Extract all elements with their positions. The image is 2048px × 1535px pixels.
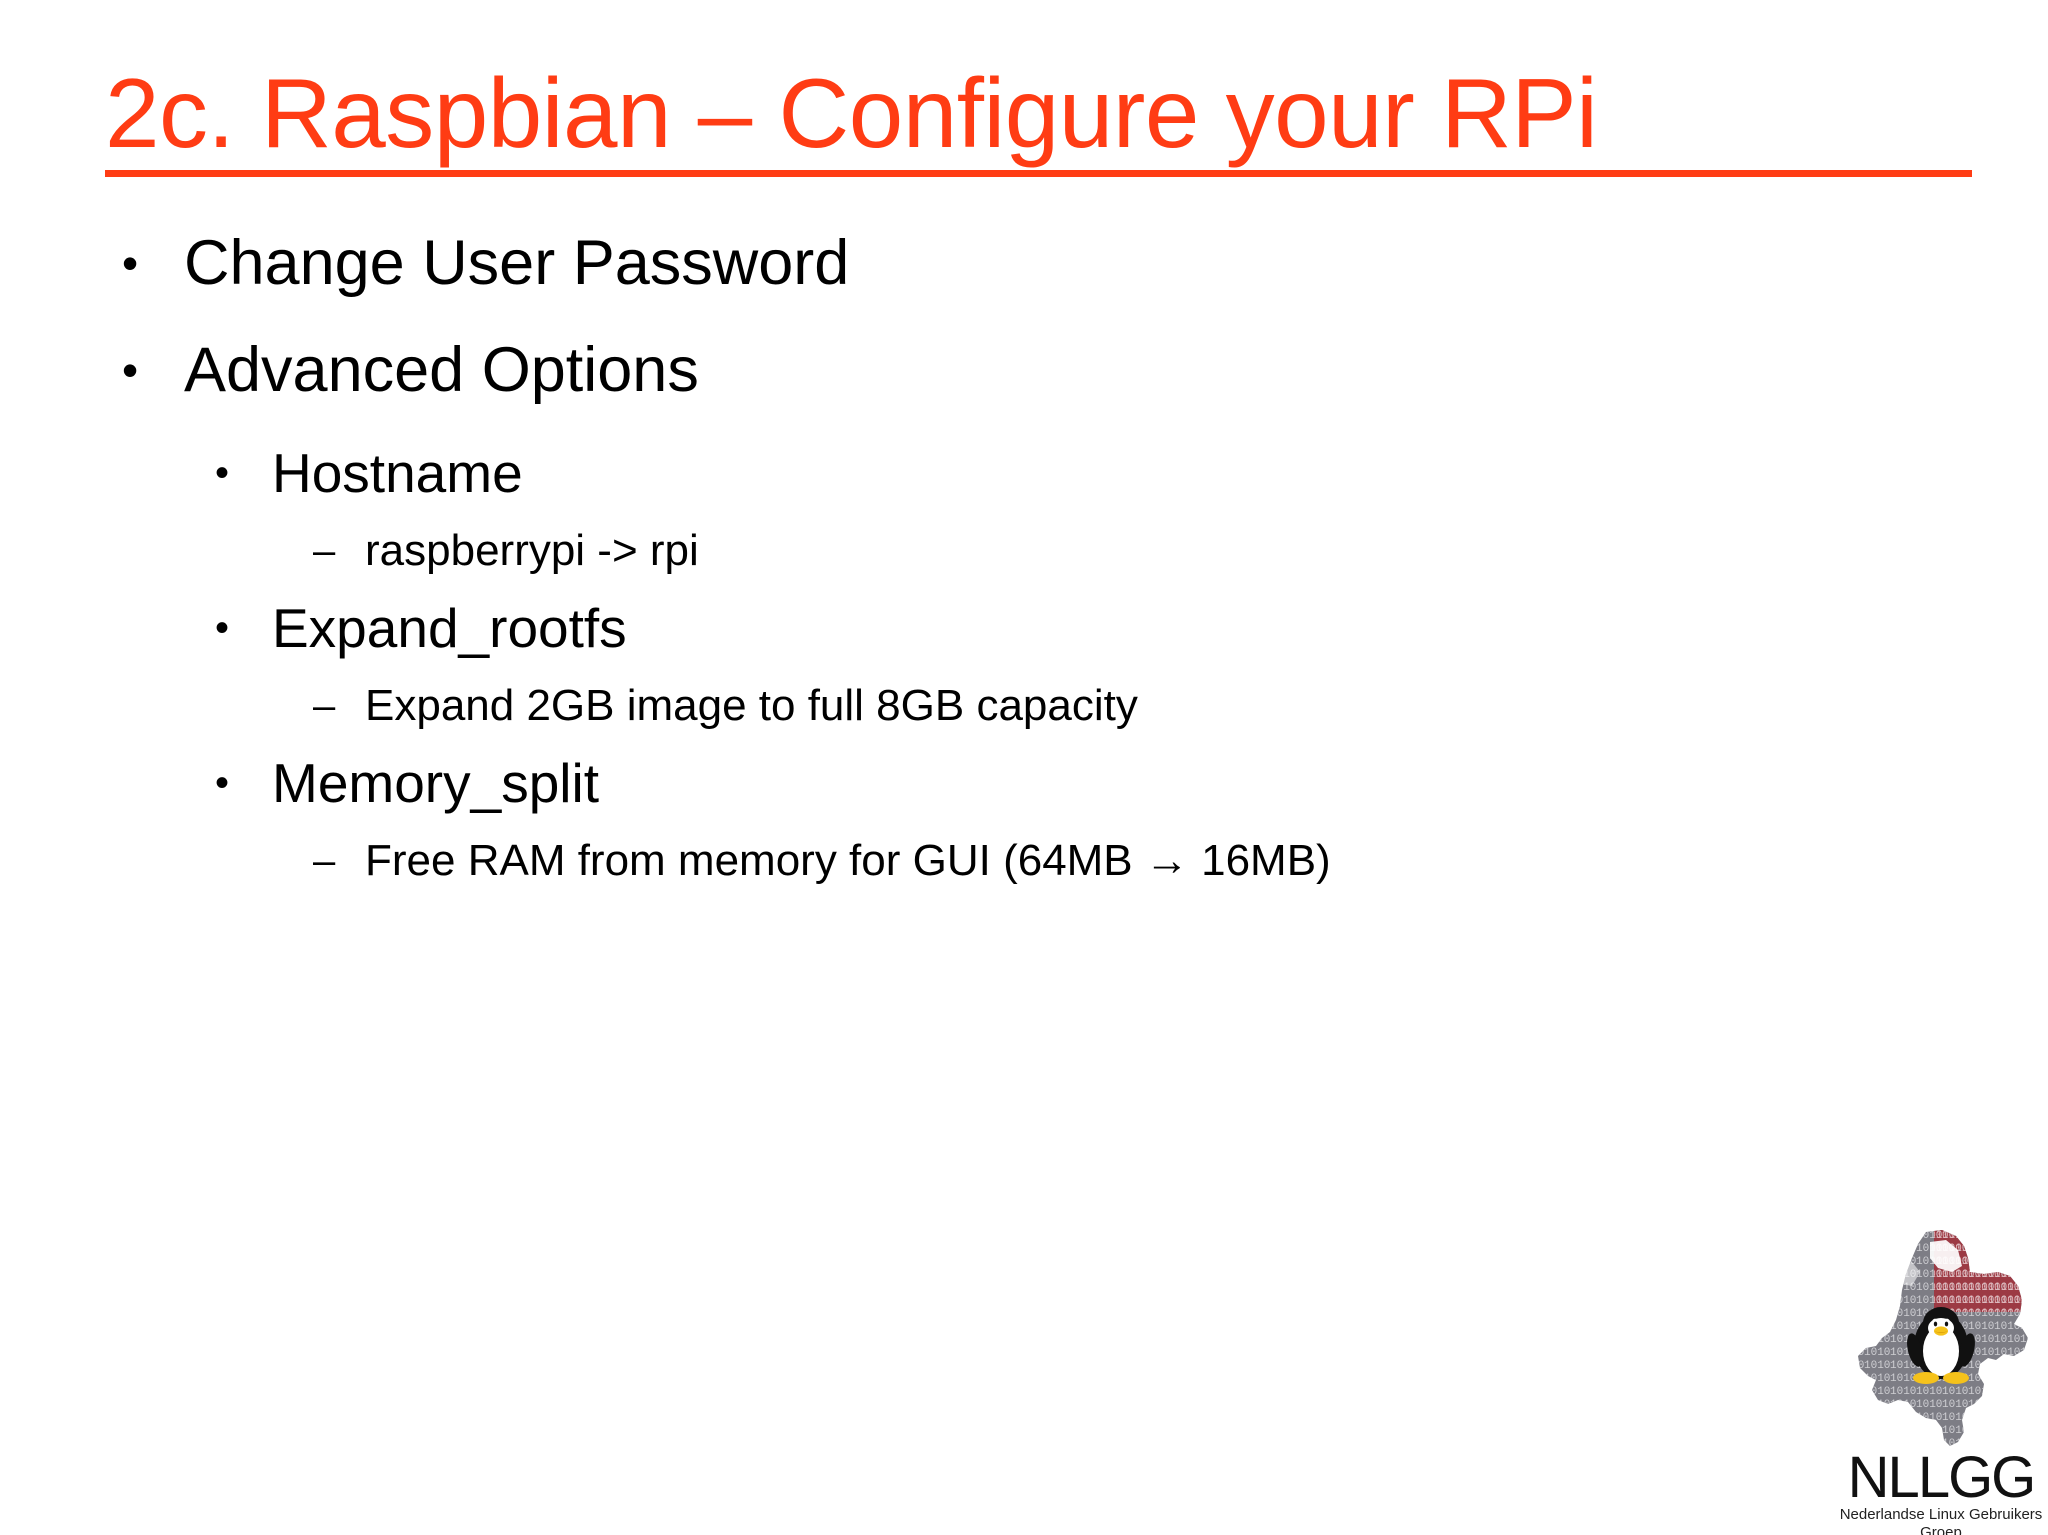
bullet-dot-icon: • [215, 451, 230, 495]
bullet-dot-icon: • [215, 761, 230, 805]
tux-penguin-icon [1907, 1307, 1975, 1384]
bullet-dash-icon: – [313, 684, 336, 728]
list-item-hostname: • Hostname [0, 446, 2048, 501]
page-title: 2c. Raspbian – Configure your RPi [105, 58, 1598, 168]
logo-tagline: Nederlandse Linux Gebruikers Groep [1839, 1506, 2043, 1535]
list-item-label: Advanced Options [184, 335, 699, 405]
list-item-memory-split-detail: – Free RAM from memory for GUI (64MB → 1… [0, 836, 2048, 885]
list-item-expand-rootfs: • Expand_rootfs [0, 601, 2048, 656]
bullet-dot-icon: • [122, 237, 139, 289]
list-item-label: raspberrypi -> rpi [365, 526, 699, 575]
title-underline-rule [105, 169, 1972, 177]
list-item-label: Hostname [272, 442, 523, 504]
logo-wordmark: NLLGG [1847, 1445, 2037, 1510]
list-item-label: Change User Password [184, 228, 850, 298]
bullet-dash-icon: – [313, 529, 336, 573]
list-item-label: Free RAM from memory for GUI (64MB → 16M… [365, 836, 1331, 885]
bullet-dot-icon: • [215, 606, 230, 650]
nllgg-logo: 1010 0101 [1838, 1228, 2044, 1535]
list-item-change-user-password: • Change User Password [0, 232, 2048, 295]
netherlands-map-svg: 1010 0101 [1858, 1230, 2028, 1446]
bullet-dot-icon: • [122, 344, 139, 396]
netherlands-map-icon: 1010 0101 [1838, 1228, 2044, 1450]
list-item-label: Expand_rootfs [272, 597, 627, 659]
list-item-expand-rootfs-detail: – Expand 2GB image to full 8GB capacity [0, 681, 2048, 730]
list-item-memory-split: • Memory_split [0, 756, 2048, 811]
slide-title-block: 2c. Raspbian – Configure your RPi [105, 58, 1975, 177]
list-item-label: Expand 2GB image to full 8GB capacity [365, 681, 1138, 730]
list-item-advanced-options: • Advanced Options [0, 339, 2048, 402]
list-item-hostname-detail: – raspberrypi -> rpi [0, 526, 2048, 575]
bullet-dash-icon: – [313, 839, 336, 883]
slide-body-list: • Change User Password • Advanced Option… [0, 232, 2048, 911]
list-item-label: Memory_split [272, 752, 600, 814]
